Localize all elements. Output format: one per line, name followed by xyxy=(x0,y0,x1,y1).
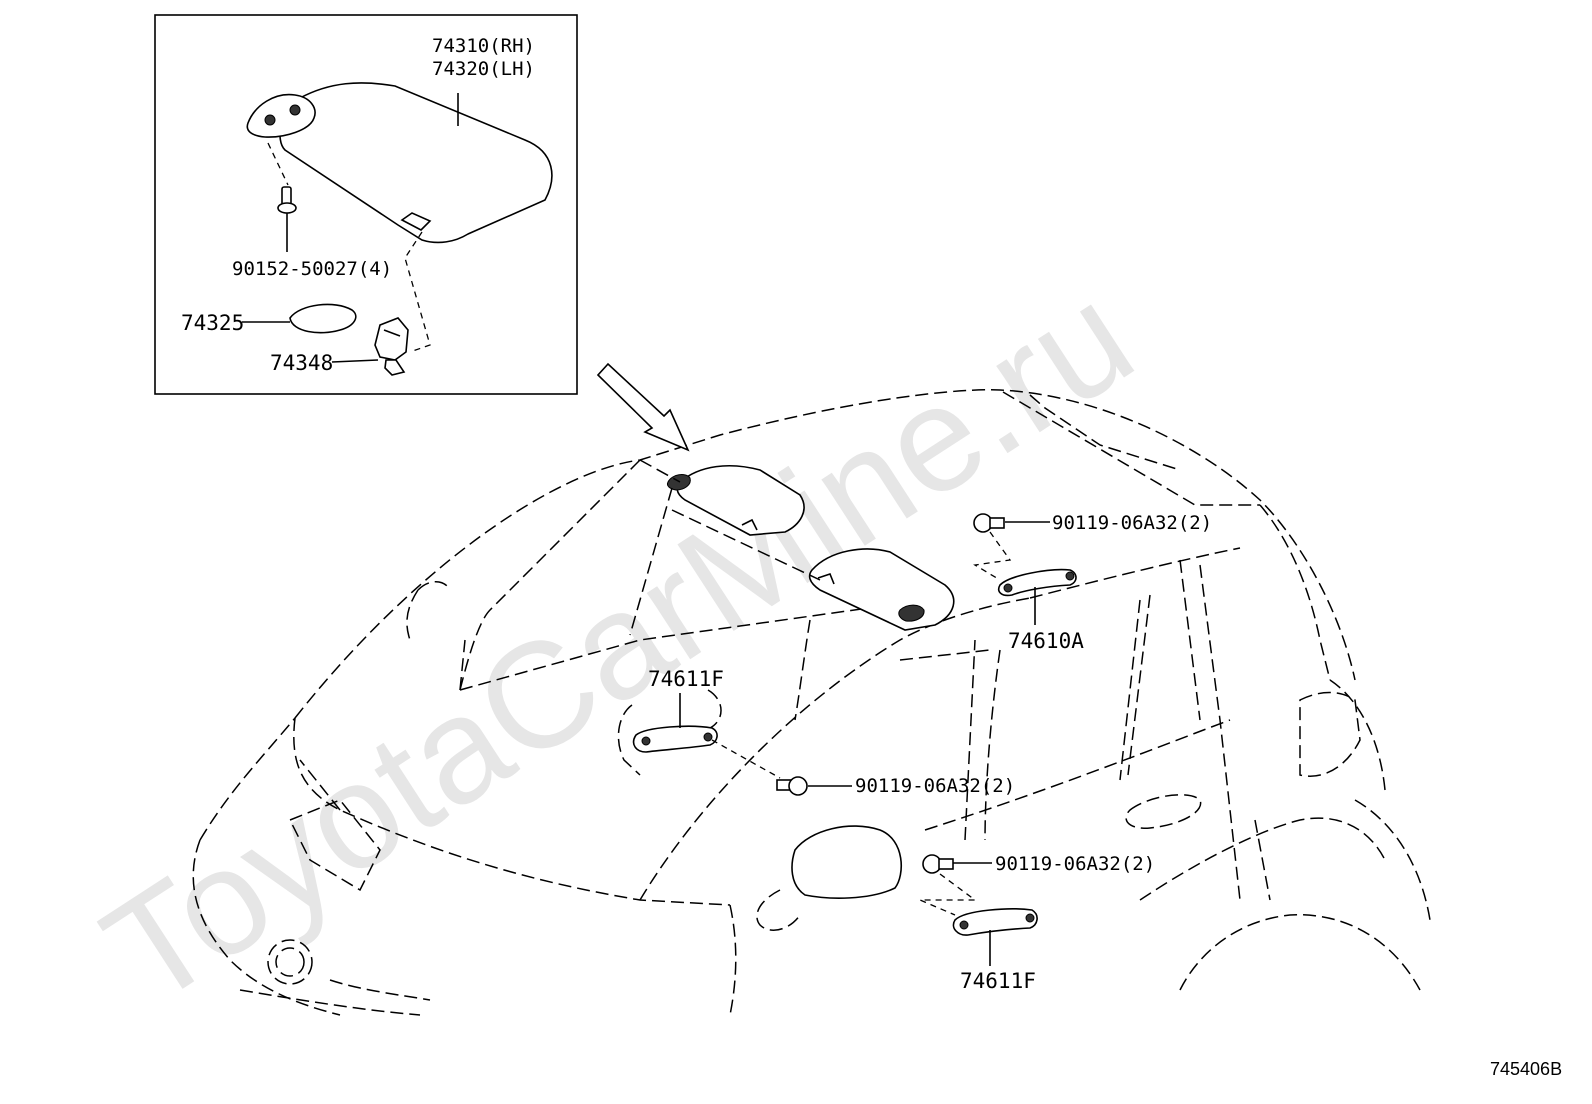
grip-front-recess-b xyxy=(707,689,722,729)
bolt-low[interactable] xyxy=(922,854,954,874)
vehicle-outline xyxy=(192,389,1431,1016)
direction-arrow xyxy=(596,362,690,452)
cover-part[interactable] xyxy=(289,303,357,334)
dash-visor-c xyxy=(639,459,681,483)
dash-visor-b xyxy=(671,509,821,581)
sun-visor-part[interactable] xyxy=(246,82,553,244)
label-74325: 74325 xyxy=(181,311,244,335)
screw-part[interactable] xyxy=(277,186,297,214)
diagram-code: 745406B xyxy=(1490,1059,1562,1079)
grip-front-recess xyxy=(617,704,641,776)
inset-detail: 74310(RH) 74320(LH) 90152-50027(4) 74325… xyxy=(154,14,578,395)
dash-screw xyxy=(267,142,289,186)
holder-part[interactable] xyxy=(374,317,409,376)
dash-visor-a xyxy=(629,487,673,636)
bolt-mid[interactable] xyxy=(776,776,808,796)
assist-grip-lower[interactable] xyxy=(952,908,1038,936)
label-bolt-top: 90119-06A32(2) xyxy=(1052,512,1212,534)
assist-grip-rear[interactable] xyxy=(997,568,1077,597)
leader-holder xyxy=(331,359,379,363)
label-74610A: 74610A xyxy=(1008,629,1084,653)
label-bolt-low: 90119-06A32(2) xyxy=(995,853,1155,875)
dash-grip-low xyxy=(919,873,977,916)
label-74348: 74348 xyxy=(270,351,333,375)
assist-grip-front[interactable] xyxy=(632,725,718,753)
label-90152: 90152-50027(4) xyxy=(232,258,392,280)
dash-holder xyxy=(404,231,431,353)
bolt-top[interactable] xyxy=(973,513,1005,533)
label-74611F-front: 74611F xyxy=(648,667,724,691)
label-74611F-lower: 74611F xyxy=(960,969,1036,993)
label-74320: 74320(LH) xyxy=(432,58,535,80)
label-bolt-mid: 90119-06A32(2) xyxy=(855,775,1015,797)
installed-visor-left[interactable] xyxy=(667,465,805,536)
installed-visor-right[interactable] xyxy=(808,548,955,631)
dash-grip-rear xyxy=(973,531,1012,581)
label-74310: 74310(RH) xyxy=(432,35,535,57)
dash-grip-front xyxy=(711,739,781,779)
